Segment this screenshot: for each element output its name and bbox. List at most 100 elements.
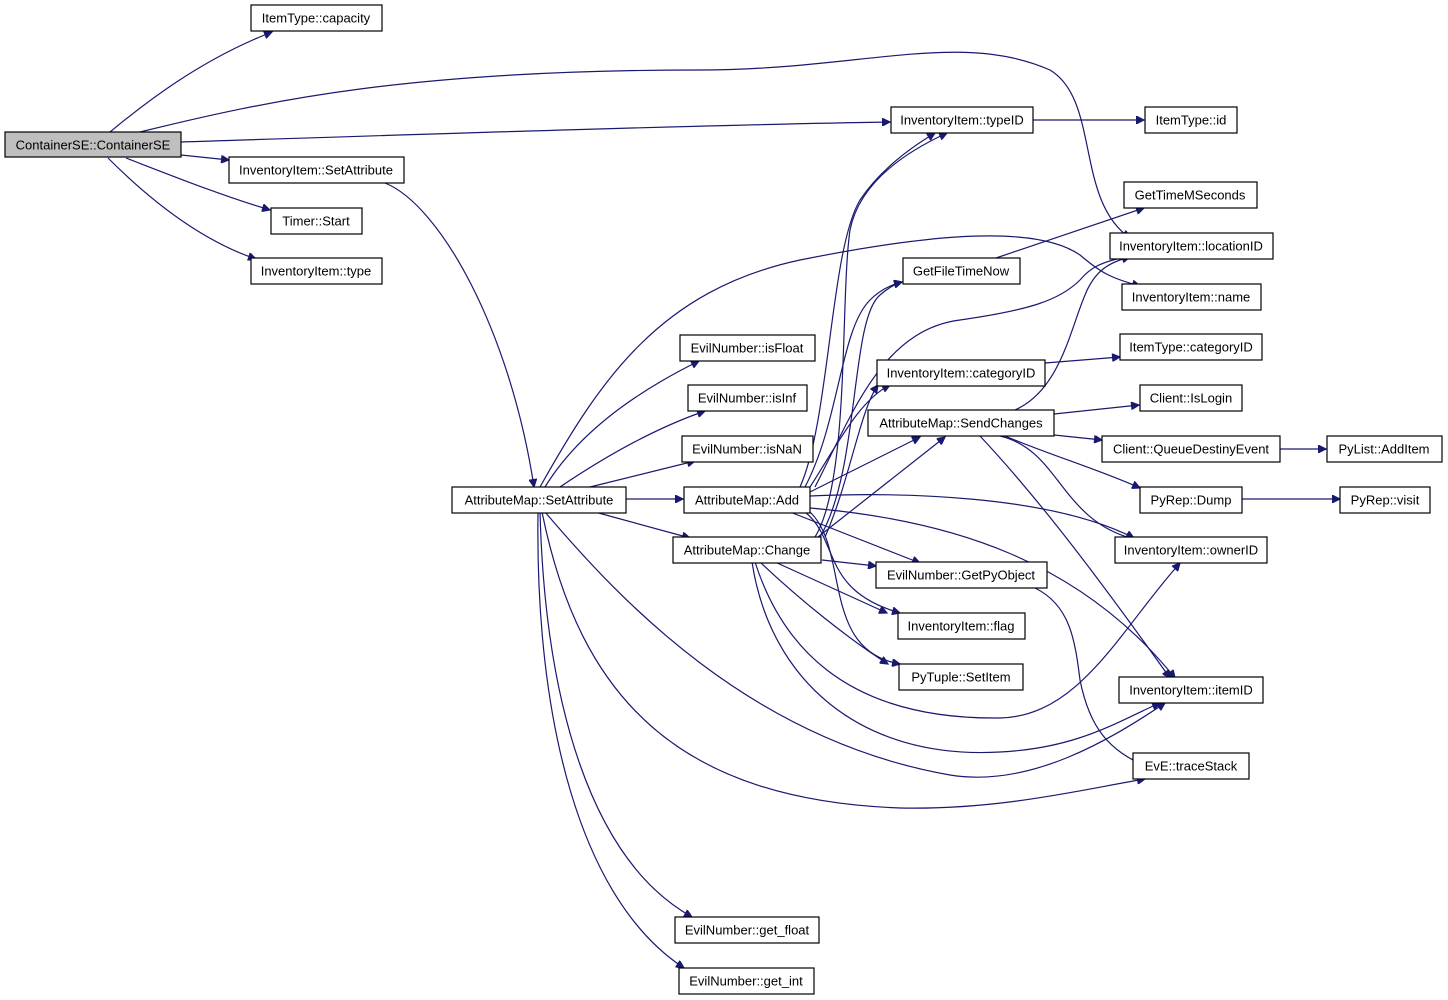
node-evil-get-int[interactable]: EvilNumber::get_int — [678, 967, 815, 995]
node-label: PyList::AddItem — [1338, 442, 1429, 457]
node-itemtype-categoryid[interactable]: ItemType::categoryID — [1119, 333, 1263, 361]
node-itemtype-capacity[interactable]: ItemType::capacity — [250, 4, 383, 32]
edge-getfiletimenow-to-gettimemseconds — [995, 208, 1144, 259]
node-label: EvilNumber::isNaN — [692, 442, 802, 457]
node-invitem-setattribute[interactable]: InventoryItem::SetAttribute — [228, 156, 405, 184]
node-getfiletimenow[interactable]: GetFileTimeNow — [902, 257, 1021, 285]
node-evil-isfloat[interactable]: EvilNumber::isFloat — [679, 334, 816, 362]
node-evil-getpyobject[interactable]: EvilNumber::GetPyObject — [875, 561, 1048, 589]
edge-sendchanges-to-client-queuedestinyevent — [1053, 434, 1102, 440]
node-eve-tracestack[interactable]: EvE::traceStack — [1132, 752, 1250, 780]
node-label: InventoryItem::type — [261, 264, 372, 279]
edge-containerse-to-invitem-setattribute — [180, 154, 229, 160]
node-timer-start[interactable]: Timer::Start — [270, 207, 363, 235]
edge-change-to-invitem-typeid — [814, 133, 947, 538]
node-label: EvilNumber::get_int — [689, 974, 803, 989]
edge-add-to-invitem-typeid — [799, 133, 935, 488]
edge-add-to-invitem-ownerid — [809, 494, 1134, 538]
node-itemtype-id[interactable]: ItemType::id — [1144, 106, 1238, 134]
node-label: Client::IsLogin — [1150, 391, 1232, 406]
edge-invitem-categoryid-to-itemtype-categoryid — [1044, 357, 1120, 364]
node-invitem-type[interactable]: InventoryItem::type — [250, 257, 383, 285]
edge-invitem-setattribute-to-attrmap-setattribute — [384, 182, 534, 487]
node-label: PyTuple::SetItem — [911, 670, 1010, 685]
edge-change-to-getfiletimenow — [819, 282, 902, 538]
edge-add-to-invitem-itemid — [809, 507, 1175, 678]
edge-setattribute-to-evil-isnan — [589, 461, 695, 488]
node-label: Client::QueueDestinyEvent — [1113, 442, 1269, 457]
edge-setattribute-to-invitem-name — [539, 235, 1140, 488]
edge-change-to-invitem-itemid — [751, 561, 1160, 754]
edge-sendchanges-to-invitem-itemid — [979, 435, 1170, 678]
node-invitem-itemid[interactable]: InventoryItem::itemID — [1118, 676, 1264, 704]
edge-change-to-invitem-flag — [774, 561, 887, 613]
edge-change-to-invitem-categoryid — [824, 385, 878, 538]
node-invitem-locationid[interactable]: InventoryItem::locationID — [1109, 232, 1274, 260]
node-label: ItemType::id — [1156, 113, 1227, 128]
edge-setattribute-to-eve-tracestack — [541, 511, 1145, 809]
node-invitem-categoryid[interactable]: InventoryItem::categoryID — [876, 359, 1046, 387]
node-client-islogin[interactable]: Client::IsLogin — [1139, 384, 1243, 412]
node-invitem-ownerid[interactable]: InventoryItem::ownerID — [1114, 536, 1268, 564]
edge-add-to-evil-getpyobject — [789, 511, 920, 563]
node-label: AttributeMap::Change — [684, 543, 810, 558]
node-invitem-name[interactable]: InventoryItem::name — [1121, 283, 1262, 311]
node-pylist-additem[interactable]: PyList::AddItem — [1326, 435, 1443, 463]
node-label: InventoryItem::flag — [908, 619, 1015, 634]
node-label: InventoryItem::locationID — [1119, 239, 1263, 254]
node-label: EvilNumber::get_float — [685, 923, 810, 938]
node-pyrep-visit[interactable]: PyRep::visit — [1339, 486, 1431, 514]
node-label: AttributeMap::SendChanges — [879, 416, 1043, 431]
node-attrmap-setattribute[interactable]: AttributeMap::SetAttribute — [451, 486, 627, 514]
node-label: GetFileTimeNow — [913, 264, 1010, 279]
edge-change-to-pytuple-setitem — [759, 561, 888, 664]
edge-evil-getpyobject-to-eve-tracestack — [1034, 587, 1145, 766]
node-gettimemseconds[interactable]: GetTimeMSeconds — [1123, 181, 1258, 209]
node-evil-isinf[interactable]: EvilNumber::isInf — [687, 384, 808, 412]
edge-setattribute-to-evil-isinf — [559, 411, 705, 488]
node-label: InventoryItem::ownerID — [1124, 543, 1258, 558]
node-label: AttributeMap::SetAttribute — [465, 493, 614, 508]
node-label: EvilNumber::isFloat — [691, 341, 804, 356]
edge-setattribute-to-evil-isfloat — [544, 361, 699, 488]
node-label: EvE::traceStack — [1145, 759, 1238, 774]
node-attrmap-add[interactable]: AttributeMap::Add — [683, 486, 811, 514]
node-attrmap-change[interactable]: AttributeMap::Change — [672, 536, 822, 564]
node-label: ContainerSE::ContainerSE — [16, 138, 171, 153]
node-attrmap-sendchanges[interactable]: AttributeMap::SendChanges — [867, 409, 1055, 437]
node-label: InventoryItem::itemID — [1129, 683, 1253, 698]
edges-layer — [107, 32, 1340, 968]
node-invitem-typeid[interactable]: InventoryItem::typeID — [890, 106, 1034, 134]
node-label: InventoryItem::SetAttribute — [239, 163, 393, 178]
node-pyrep-dump[interactable]: PyRep::Dump — [1139, 486, 1243, 514]
node-label: EvilNumber::isInf — [698, 391, 797, 406]
node-label: InventoryItem::name — [1132, 290, 1251, 305]
edge-change-to-invitem-ownerid — [754, 561, 1180, 719]
edge-sendchanges-to-client-islogin — [1053, 405, 1139, 415]
edge-containerse-to-invitem-locationid — [139, 51, 1130, 238]
node-label: InventoryItem::typeID — [900, 113, 1024, 128]
node-containerse[interactable]: ContainerSE::ContainerSE — [4, 131, 182, 158]
edge-add-to-sendchanges — [809, 437, 920, 493]
edge-containerse-to-timer-start — [125, 157, 270, 210]
edge-change-to-sendchanges — [817, 437, 945, 538]
node-label: ItemType::categoryID — [1129, 340, 1253, 355]
edge-containerse-to-itemtype-capacity — [109, 32, 272, 133]
edge-setattribute-to-invitem-itemid — [544, 511, 1165, 778]
edge-sendchanges-to-pyrep-dump — [1004, 435, 1140, 488]
edge-setattribute-to-attrmap-change — [594, 511, 690, 538]
node-invitem-flag[interactable]: InventoryItem::flag — [897, 612, 1026, 640]
node-label: EvilNumber::GetPyObject — [887, 568, 1035, 583]
node-label: AttributeMap::Add — [695, 493, 799, 508]
node-label: InventoryItem::categoryID — [887, 366, 1036, 381]
edge-containerse-to-invitem-type — [107, 157, 256, 259]
node-evil-isnan[interactable]: EvilNumber::isNaN — [681, 435, 814, 463]
node-evil-get-float[interactable]: EvilNumber::get_float — [674, 916, 820, 944]
node-client-queuedestinyevent[interactable]: Client::QueueDestinyEvent — [1101, 435, 1281, 463]
edge-add-to-invitem-flag — [804, 511, 900, 613]
node-pytuple-setitem[interactable]: PyTuple::SetItem — [898, 663, 1024, 691]
node-label: PyRep::visit — [1351, 493, 1420, 508]
edge-add-to-invitem-locationid — [814, 256, 1130, 488]
edge-sendchanges-to-invitem-ownerid — [999, 435, 1134, 539]
